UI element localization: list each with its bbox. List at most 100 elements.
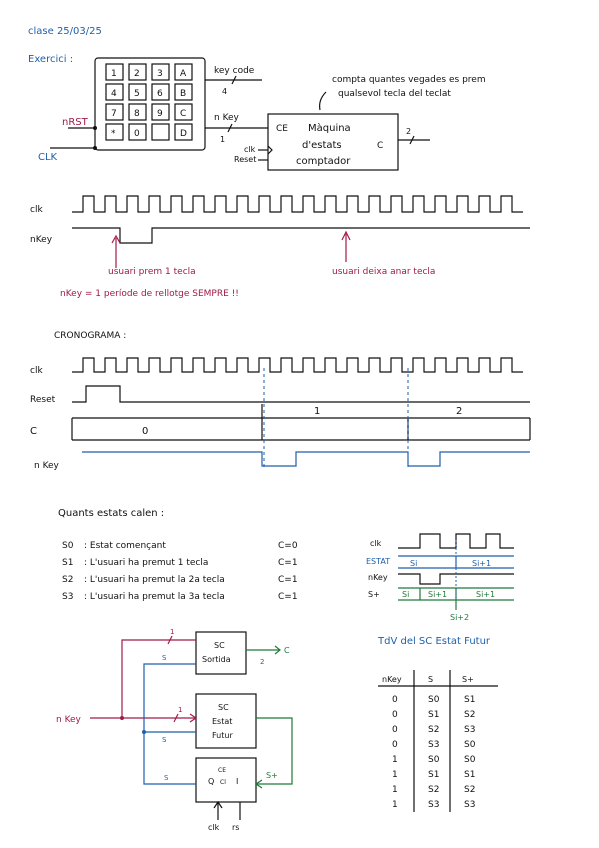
state-desc: : L'usuari ha premut la 3a tecla xyxy=(84,592,225,602)
keypad-key xyxy=(151,103,170,121)
state-state: S2 xyxy=(62,575,73,585)
keypad-key xyxy=(174,123,193,141)
keypad-key-label: 3 xyxy=(157,69,163,79)
tt-cell: S1 xyxy=(464,770,475,780)
crono-reset-wave xyxy=(72,385,530,403)
out-2: 2 xyxy=(260,658,264,666)
clk-node xyxy=(93,146,97,150)
fsm-out-bus: 2 xyxy=(406,127,411,136)
note-arrow xyxy=(319,91,327,111)
keypad-key-label: * xyxy=(111,129,116,139)
st-si2: Si+2 xyxy=(450,613,469,622)
keypad-key-label: A xyxy=(180,69,187,79)
keypad-key xyxy=(151,83,170,101)
reg-i: I xyxy=(236,777,238,786)
fsm-block: CE Màquina d'estats comptador C 2 clk Re… xyxy=(234,75,486,171)
tt-cell: S2 xyxy=(428,785,439,795)
tt-h-splus: S+ xyxy=(462,675,474,684)
fsm-clk: clk xyxy=(244,145,256,154)
sortida-sc: SC xyxy=(214,641,225,650)
crono-clk-label: clk xyxy=(30,366,43,376)
state-state: S3 xyxy=(62,592,73,602)
keypad-key xyxy=(151,63,170,81)
keypad-key-label: 1 xyxy=(111,69,117,79)
crono-title: CRONOGRAMA : xyxy=(54,331,126,341)
tt-cell: S3 xyxy=(464,725,475,735)
keypad-key-label: C xyxy=(180,109,186,119)
state-c: C=0 xyxy=(278,541,298,551)
st-nkey-wave xyxy=(398,573,514,585)
keypad-key xyxy=(105,123,124,141)
st-clk: clk xyxy=(370,539,382,548)
exercise-label: Exercici : xyxy=(28,54,73,65)
state-c: C=1 xyxy=(278,558,298,568)
tt-cell: 1 xyxy=(392,770,398,780)
fsm-out-label: C xyxy=(377,141,383,151)
states-title: Quants estats calen : xyxy=(58,508,164,519)
keypad-key-label: B xyxy=(180,89,186,99)
tt-cell: 0 xyxy=(392,695,398,705)
timing-1: clk nKey usuari prem 1 tecla usuari deix… xyxy=(30,195,530,299)
crono-c-label: C xyxy=(30,426,37,437)
st-splus-si1b: Si+1 xyxy=(476,590,495,599)
state-c: C=1 xyxy=(278,592,298,602)
state-desc: : L'usuari ha premut la 2a tecla xyxy=(84,575,225,585)
tt-cell: 0 xyxy=(392,725,398,735)
keypad-key-label: 6 xyxy=(157,89,163,99)
keypad-key-label: 9 xyxy=(157,109,163,119)
crono-clk-wave xyxy=(72,357,523,373)
tt-h-s: S xyxy=(428,675,433,684)
st-si: Si xyxy=(410,559,417,568)
keypad-key-label: 5 xyxy=(134,89,140,99)
t1-clk-label: clk xyxy=(30,205,43,215)
states-block: Quants estats calen : S0: Estat començan… xyxy=(58,508,298,602)
date-label: clase 25/03/25 xyxy=(28,26,102,37)
nkey-out-bus: 1 xyxy=(220,135,225,144)
tt-cell: S3 xyxy=(428,800,439,810)
t1-nkey-wave xyxy=(72,227,530,244)
keypad-key xyxy=(174,103,193,121)
tt-title: TdV del SC Estat Futur xyxy=(377,636,491,647)
circuit-nkey: n Key xyxy=(56,715,82,725)
estat-label: Estat xyxy=(212,717,232,726)
t1-nkey-label: nKey xyxy=(30,235,53,245)
rule-note: nKey = 1 període de rellotge SEMPRE !! xyxy=(60,289,239,299)
tt-cell: 0 xyxy=(392,740,398,750)
bus-1b: 1 xyxy=(178,706,182,714)
reg-ce: CE xyxy=(218,767,226,774)
keypad-key xyxy=(174,63,193,81)
st-nkey: nKey xyxy=(368,573,388,582)
tt-cell: S1 xyxy=(428,770,439,780)
keypad-key-label: 0 xyxy=(134,129,140,139)
tt-cell: S2 xyxy=(428,725,439,735)
fsm-note-2: qualsevol tecla del teclat xyxy=(338,89,451,99)
out-c: C xyxy=(284,646,290,655)
bus-s-a: S xyxy=(162,654,167,662)
crono-nkey-wave xyxy=(82,451,530,467)
keypad-key-label: 4 xyxy=(111,89,117,99)
keypad-key xyxy=(105,63,124,81)
keypad-key xyxy=(128,63,147,81)
keycode-label: key code xyxy=(214,66,255,76)
cronograma: CRONOGRAMA : clk Reset C 0 1 2 n Key xyxy=(30,331,531,471)
press-note: usuari prem 1 tecla xyxy=(108,267,196,277)
tt-cell: S3 xyxy=(464,800,475,810)
st-splus: S+ xyxy=(368,590,380,599)
tt-cell: S1 xyxy=(428,710,439,720)
tt-cell: 1 xyxy=(392,755,398,765)
reg-q: Q xyxy=(208,777,214,786)
keypad-key-label: 2 xyxy=(134,69,140,79)
fsm-line3: comptador xyxy=(296,156,351,167)
reg-clk: clk xyxy=(208,823,220,832)
sortida-label: Sortida xyxy=(202,655,231,664)
crono-c-0: 0 xyxy=(142,426,148,437)
release-note: usuari deixa anar tecla xyxy=(332,267,435,277)
estat-sc: SC xyxy=(218,703,229,712)
st-si1: Si+1 xyxy=(472,559,491,568)
t1-clk-wave xyxy=(72,195,523,213)
state-desc: : L'usuari ha premut 1 tecla xyxy=(84,558,208,568)
keypad-key-label: 8 xyxy=(134,109,140,119)
